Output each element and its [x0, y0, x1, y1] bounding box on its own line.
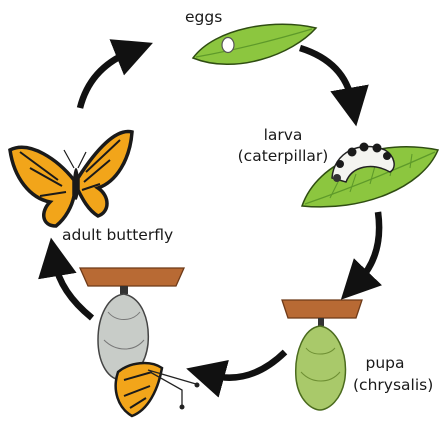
arrow-adult-to-eggs: [80, 52, 130, 108]
arrow-eggs-to-larva: [300, 48, 352, 102]
label-pupa-note: (chrysalis): [353, 376, 433, 395]
label-larva: larva: [228, 126, 338, 145]
butterfly-icon: [10, 132, 132, 226]
label-eggs: eggs: [185, 8, 222, 27]
leaf-egg-icon: [193, 24, 316, 64]
arrow-pupa-to-emerging: [210, 352, 285, 378]
label-larva-note: (caterpillar): [222, 147, 344, 166]
emerging-butterfly-icon: [80, 268, 200, 416]
label-pupa: pupa: [345, 354, 425, 373]
label-adult: adult butterfly: [62, 226, 173, 245]
arrow-larva-to-pupa: [358, 212, 379, 282]
